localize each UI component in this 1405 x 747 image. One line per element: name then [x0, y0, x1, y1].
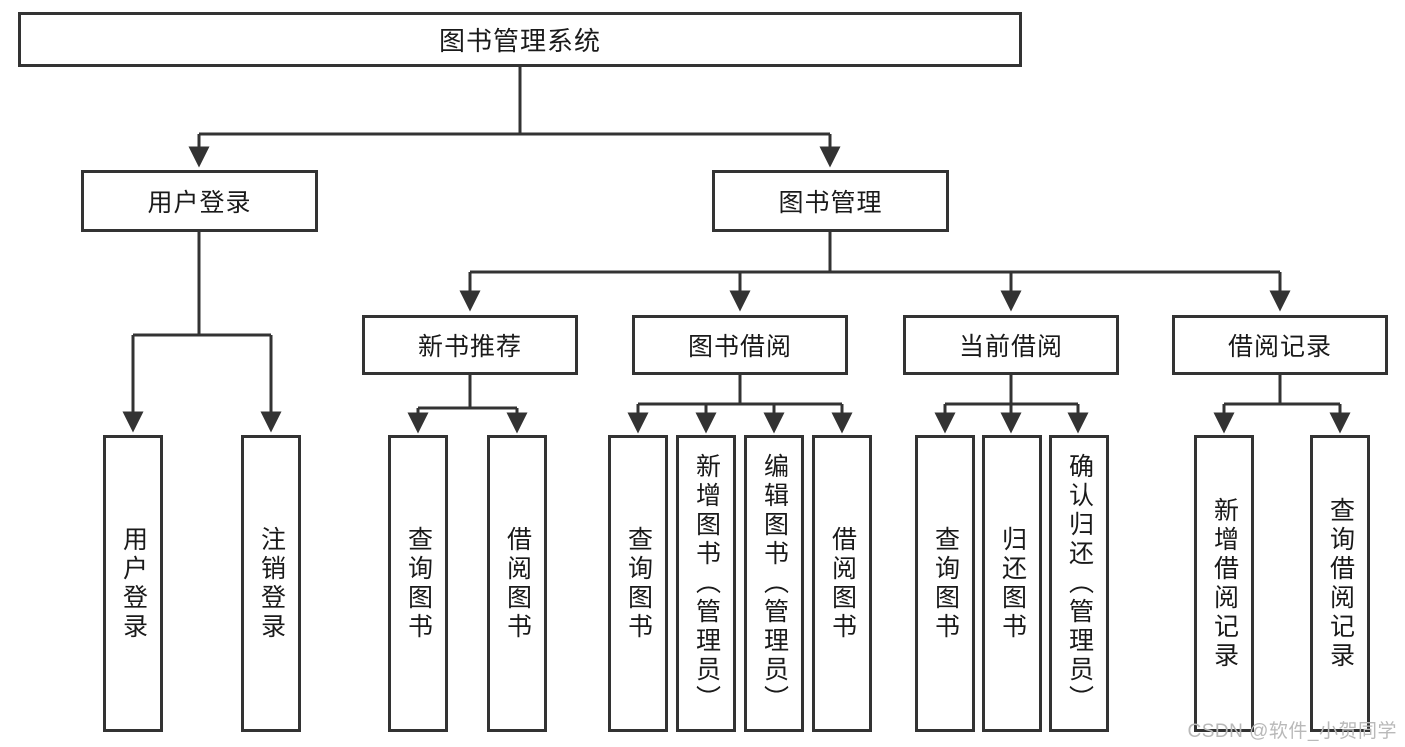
leaf-return-book[interactable]: 归还图书 [982, 435, 1042, 732]
leaf-logout-login[interactable]: 注销登录 [241, 435, 301, 732]
leaf-query-record-label: 查询借阅记录 [1326, 496, 1355, 671]
leaf-add-record-label: 新增借阅记录 [1210, 496, 1239, 671]
node-book-borrow-label: 图书借阅 [687, 333, 792, 361]
node-new-book-recommend-label: 新书推荐 [417, 333, 522, 361]
leaf-add-record[interactable]: 新增借阅记录 [1194, 435, 1254, 732]
leaf-borrow-book-1-label: 借阅图书 [503, 525, 532, 642]
leaf-query-book-1[interactable]: 查询图书 [388, 435, 448, 732]
csdn-watermark: CSDN @软件_小贺同学 [1187, 721, 1397, 742]
leaf-query-book-3[interactable]: 查询图书 [915, 435, 975, 732]
leaf-edit-book-label: 编辑图书（管理员） [760, 453, 789, 714]
leaf-user-login[interactable]: 用户登录 [103, 435, 163, 732]
leaf-return-book-label: 归还图书 [998, 525, 1027, 642]
leaf-edit-book[interactable]: 编辑图书（管理员） [744, 435, 804, 732]
leaf-query-book-2-label: 查询图书 [624, 525, 653, 642]
leaf-borrow-book-2[interactable]: 借阅图书 [812, 435, 872, 732]
node-book-management[interactable]: 图书管理 [712, 170, 949, 232]
leaf-add-book-label: 新增图书（管理员） [692, 453, 721, 714]
node-current-borrow-label: 当前借阅 [958, 333, 1063, 361]
leaf-add-book[interactable]: 新增图书（管理员） [676, 435, 736, 732]
leaf-borrow-book-1[interactable]: 借阅图书 [487, 435, 547, 732]
leaf-confirm-return[interactable]: 确认归还（管理员） [1049, 435, 1109, 732]
node-user-login[interactable]: 用户登录 [81, 170, 318, 232]
leaf-query-book-2[interactable]: 查询图书 [608, 435, 668, 732]
leaf-borrow-book-2-label: 借阅图书 [828, 525, 857, 642]
node-root-label: 图书管理系统 [438, 26, 601, 56]
leaf-query-record[interactable]: 查询借阅记录 [1310, 435, 1370, 732]
node-book-management-label: 图书管理 [778, 189, 883, 217]
node-borrow-record-label: 借阅记录 [1227, 333, 1332, 361]
leaf-logout-login-label: 注销登录 [257, 525, 286, 642]
node-current-borrow[interactable]: 当前借阅 [903, 315, 1119, 375]
node-new-book-recommend[interactable]: 新书推荐 [362, 315, 578, 375]
node-borrow-record[interactable]: 借阅记录 [1172, 315, 1388, 375]
leaf-query-book-3-label: 查询图书 [931, 525, 960, 642]
leaf-confirm-return-label: 确认归还（管理员） [1065, 453, 1094, 714]
leaf-query-book-1-label: 查询图书 [404, 525, 433, 642]
leaf-user-login-label: 用户登录 [119, 525, 148, 642]
node-root[interactable]: 图书管理系统 [18, 12, 1022, 67]
node-book-borrow[interactable]: 图书借阅 [632, 315, 848, 375]
node-user-login-label: 用户登录 [147, 189, 252, 217]
